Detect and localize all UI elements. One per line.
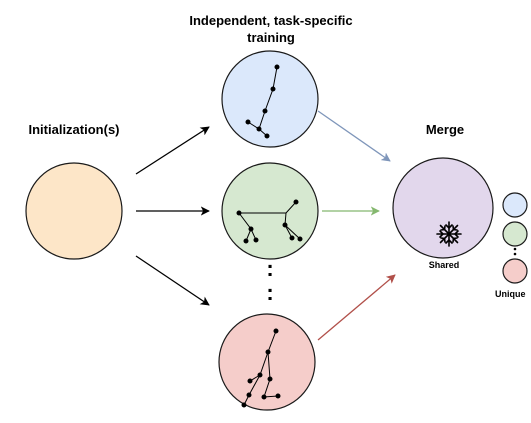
task-circle-red [218, 313, 316, 411]
arrow-blue-to-merge [317, 110, 391, 162]
unique-circle-blue [502, 192, 528, 218]
trajectory-blue [245, 64, 280, 139]
arrow-red-to-merge [317, 274, 396, 341]
training-title-line2: training [247, 30, 295, 45]
unique-dot-1 [513, 247, 517, 251]
arrow-init-to-red [135, 255, 210, 306]
task-circle-green [221, 162, 319, 260]
merge-title: Merge [426, 122, 464, 137]
unique-circle-red [502, 258, 528, 284]
training-title-line1: Independent, task-specific [189, 13, 352, 28]
ellipsis-bottom: : [266, 280, 273, 305]
trajectory-green [236, 199, 303, 244]
ellipsis-top: : [266, 256, 273, 281]
init-title: Initialization(s) [29, 122, 120, 137]
arrow-init-to-blue [135, 126, 210, 175]
init-circle [25, 162, 123, 260]
shared-label: Shared [429, 260, 460, 270]
unique-dot-2 [513, 252, 517, 256]
unique-label: Unique [495, 289, 526, 299]
unique-circle-green [502, 221, 528, 247]
snowflake-icon [436, 221, 462, 247]
trajectory-red [241, 328, 281, 408]
merge-circle [392, 157, 494, 259]
task-circle-blue [221, 50, 319, 148]
